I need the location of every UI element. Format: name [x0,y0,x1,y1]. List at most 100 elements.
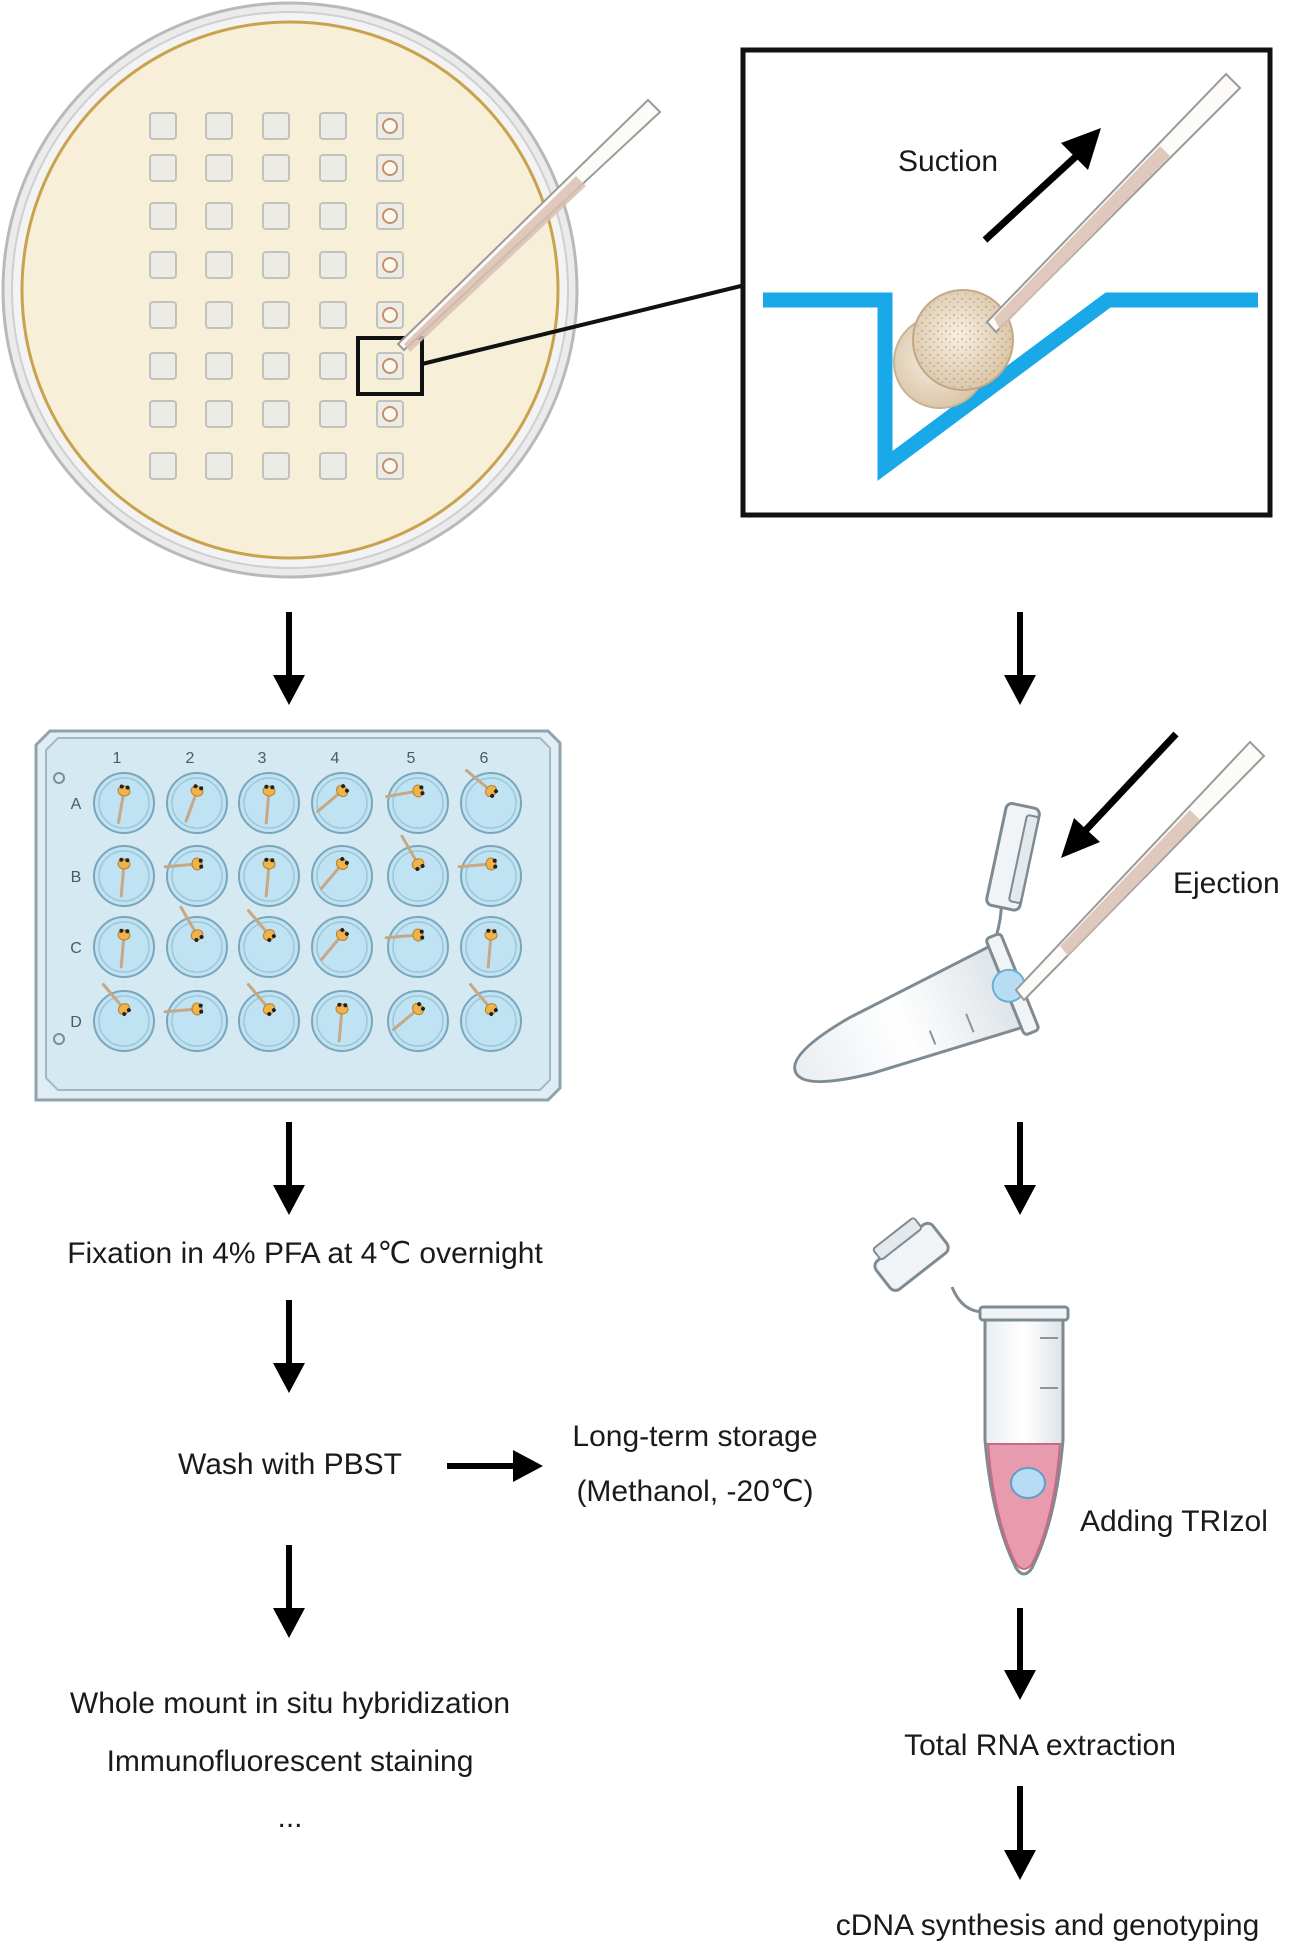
dish-well [376,202,404,230]
dish-well [376,112,404,140]
agarose-wells [149,112,404,480]
plate-well [311,990,373,1052]
ejection-label: Ejection [1173,867,1280,900]
plate-row-label: D [70,1014,82,1031]
tube-cap-open [985,802,1041,912]
plate-well [238,772,300,834]
ejection-arrow [1061,731,1179,858]
larva [117,928,131,969]
plate-well [457,845,522,907]
upright-microcentrifuge-tube [872,1217,1070,1576]
plate-well [311,916,373,978]
pipette-tip-ejection [1014,740,1266,1002]
dish-well [319,352,347,380]
flow-arrows [273,612,1036,1880]
zoom-connector-line [421,283,746,366]
rna-extraction-label: Total RNA extraction [904,1729,1176,1762]
larva [319,928,349,962]
larva [163,857,204,871]
larva [315,784,349,814]
plate-row-label: B [71,869,82,886]
plate-well [460,982,522,1052]
wash-label: Wash with PBST [178,1448,402,1481]
arrow-rna-to-cdna [1004,1786,1036,1880]
dish-well [376,301,404,329]
larva [319,857,349,891]
dish-well [262,154,290,182]
plate-column-label: 2 [186,750,195,767]
larva [117,857,131,898]
suction-label: Suction [898,145,999,178]
plate-column-label: 1 [113,750,122,767]
plate-well [460,916,522,978]
plate-well [460,768,522,834]
dish-well [262,112,290,140]
arrow-wash-to-storage [447,1450,543,1482]
dish-well [319,301,347,329]
dish-well [149,301,177,329]
dish-well [149,202,177,230]
larva [384,784,425,799]
larva [116,784,131,825]
dish-well [319,154,347,182]
ejected-embryo [991,968,1026,1003]
plate-well [163,845,228,907]
plate-column-label: 5 [407,750,416,767]
plate-well [163,990,228,1052]
arrow-wash-to-staining [273,1545,305,1638]
dish-well [205,202,233,230]
larva [384,928,425,942]
larva [464,768,498,798]
arrow-panel-to-ejection [1004,612,1036,705]
cdna-label: cDNA synthesis and genotyping [835,1909,1260,1942]
arrow-fixation-to-wash [273,1300,305,1393]
if-staining-label: Immunofluorescent staining [106,1745,474,1778]
dish-well [319,112,347,140]
plate-column-label: 3 [258,750,267,767]
storage-label-line2: (Methanol, -20℃) [576,1475,814,1508]
larva [262,857,276,898]
dish-well [376,452,404,480]
plate-well [311,772,373,834]
adding-trizol-label: Adding TRIzol [1080,1505,1268,1538]
zoom-selection-box [356,336,424,396]
dish-well [262,400,290,428]
larva [179,905,204,942]
plate-well [238,982,300,1052]
dish-well [376,154,404,182]
dish-well [149,154,177,182]
pipette-tip-dish [396,98,662,352]
plate-column-label: 4 [331,750,340,767]
dish-well [262,352,290,380]
arrow-plate-to-fixation [273,1122,305,1215]
storage-label-line1: Long-term storage [572,1420,818,1453]
arrow-dish-to-plate [273,612,305,705]
dish-well [262,202,290,230]
larva [101,982,131,1016]
dish-well [149,112,177,140]
dish-well [262,301,290,329]
plate-well [238,845,300,907]
plate-well [93,916,155,978]
dish-well [319,452,347,480]
larva [246,908,276,942]
plate-well [387,990,449,1052]
plate-well [384,916,449,978]
plate-column-labels: 1 2 3 4 5 6 [113,750,489,767]
larva [262,784,276,825]
larva [335,1002,349,1043]
plate-well [93,982,155,1052]
larva [391,1002,425,1032]
plate-well [311,845,373,907]
plate-column-label: 6 [480,750,489,767]
dish-well [205,400,233,428]
agarose-plate [20,20,560,560]
larva [246,982,276,1016]
plate-well [166,905,228,978]
plate-wells [93,768,522,1052]
wish-label: Whole mount in situ hybridization [69,1687,511,1720]
dish-well [205,352,233,380]
fixation-label: Fixation in 4% PFA at 4℃ overnight [67,1237,543,1270]
